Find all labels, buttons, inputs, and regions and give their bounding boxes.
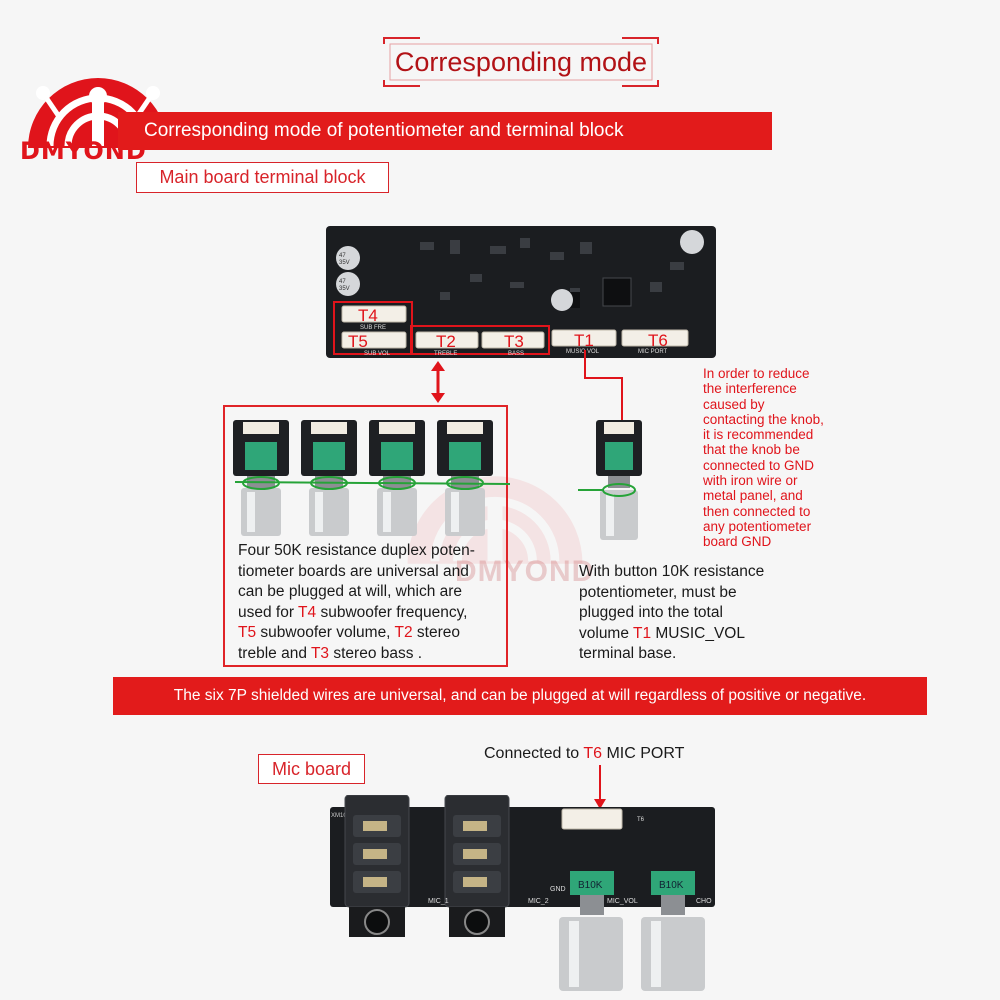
text: stereo — [412, 624, 461, 641]
text: used for — [238, 603, 299, 621]
cap2-value: 47 — [339, 279, 346, 285]
silk-echo: CHO — [696, 898, 712, 905]
duplex-pots-box — [223, 405, 508, 667]
silk-bass: BASS — [508, 351, 524, 357]
desc-left-line: used for T4 subwoofer frequency, — [238, 603, 506, 624]
title-frame — [383, 37, 659, 87]
silk-music-vol: MUSIC VOL — [566, 349, 600, 355]
terminal-ref: T1 — [633, 624, 652, 642]
note-line: In order to reduce — [703, 366, 810, 381]
desc-right-line: With button 10K resistance — [579, 563, 765, 580]
cap1-value: 47 — [339, 253, 346, 259]
double-arrow-icon — [431, 361, 445, 403]
text: stereo bass . — [329, 644, 423, 662]
terminal-t6-label: T6 — [648, 331, 668, 350]
terminal-t3-label: T3 — [504, 332, 524, 351]
desc-left-line: can be plugged at will, which are — [238, 583, 463, 600]
watermark-text: DMYOND — [455, 555, 595, 588]
gnd-note: In order to reduce the interference caus… — [703, 366, 843, 550]
silk-t6: T6 — [637, 817, 645, 823]
t1-connector-line — [584, 350, 623, 425]
music-vol-description: With button 10K resistance potentiometer… — [579, 562, 799, 665]
desc-right-line: potentiometer, must be — [579, 583, 737, 601]
note-line: the interference — [703, 381, 797, 397]
text: treble and — [238, 644, 311, 662]
silk-mic1: MIC_1 — [428, 898, 449, 905]
desc-left-line: tiometer boards are universal and — [238, 562, 469, 580]
cap1-voltage: 35V — [339, 260, 350, 266]
terminal-ref: T4 — [298, 603, 317, 621]
note-line: connected to GND — [703, 457, 815, 473]
terminal-t1-label: T1 — [574, 331, 594, 350]
main-board: 47 35V 47 35V T4 T5 T2 T3 T1 T6 SUB FRE … — [326, 226, 716, 358]
silk-mic-port: MIC PORT — [638, 349, 668, 355]
text: volume — [579, 624, 633, 642]
note-line: any potentiometer — [703, 518, 812, 534]
text: subwoofer volume, — [256, 624, 395, 641]
arrow-down-icon — [594, 765, 606, 809]
note-line: it is recommended — [703, 427, 814, 443]
desc-left-line: treble and T3 stereo bass . — [238, 644, 506, 665]
desc-left-line: T5 subwoofer volume, T2 stereo — [238, 623, 506, 644]
note-line: caused by — [703, 396, 765, 412]
page-title: Corresponding mode — [394, 46, 648, 77]
duplex-pots-description: Four 50K resistance duplex poten- tiomet… — [238, 541, 506, 664]
text: Connected to — [484, 745, 584, 762]
duplex-pots-graphic — [233, 420, 510, 536]
section-banner: Corresponding mode of potentiometer and … — [118, 112, 772, 150]
terminal-ref: T6 — [583, 745, 603, 762]
cap2-voltage: 35V — [339, 286, 350, 292]
desc-left-line: Four 50K resistance duplex poten- — [238, 542, 475, 559]
desc-right-line: volume T1 MUSIC_VOL — [579, 624, 799, 645]
desc-right-line: terminal base. — [579, 645, 677, 662]
music-vol-pot-graphic — [578, 420, 642, 540]
silk-sub-fre: SUB FRE — [360, 325, 386, 331]
note-line: with iron wire or — [703, 473, 798, 489]
terminal-ref: T2 — [394, 624, 413, 641]
note-line: then connected to — [703, 503, 811, 519]
note-line: metal panel, and — [703, 488, 803, 504]
note-line: that the knob be — [703, 442, 800, 458]
mic-board: XM100F-MP MIC_1 MIC_2 GND T6 B10K B10K M… — [330, 795, 715, 991]
text: MIC PORT — [602, 745, 685, 762]
terminal-ref: T3 — [310, 644, 330, 662]
terminal-ref: T5 — [238, 624, 257, 641]
terminal-t4-label: T4 — [358, 306, 378, 325]
mic-port-caption: Connected to T6 MIC PORT — [484, 745, 684, 763]
note-line: board GND — [703, 534, 772, 550]
silk-mic-vol: MIC_VOL — [607, 898, 638, 905]
terminal-t5-label: T5 — [348, 332, 368, 351]
wires-banner: The six 7P shielded wires are universal,… — [113, 677, 927, 715]
silk-sub-vol: SUB VOL — [364, 351, 391, 357]
text: subwoofer frequency, — [316, 603, 468, 621]
mic-board-label: Mic board — [258, 754, 365, 784]
desc-right-line: plugged into the total — [579, 604, 723, 621]
pot2-value: B10K — [659, 880, 684, 891]
silk-mic2: MIC_2 — [528, 898, 549, 905]
terminal-t2-label: T2 — [436, 332, 456, 351]
silk-gnd: GND — [550, 886, 566, 893]
note-line: contacting the knob, — [703, 411, 824, 427]
main-board-label: Main board terminal block — [136, 162, 389, 193]
text: MUSIC_VOL — [651, 624, 745, 642]
pot1-value: B10K — [578, 880, 603, 891]
silk-treble: TREBLE — [434, 351, 457, 357]
